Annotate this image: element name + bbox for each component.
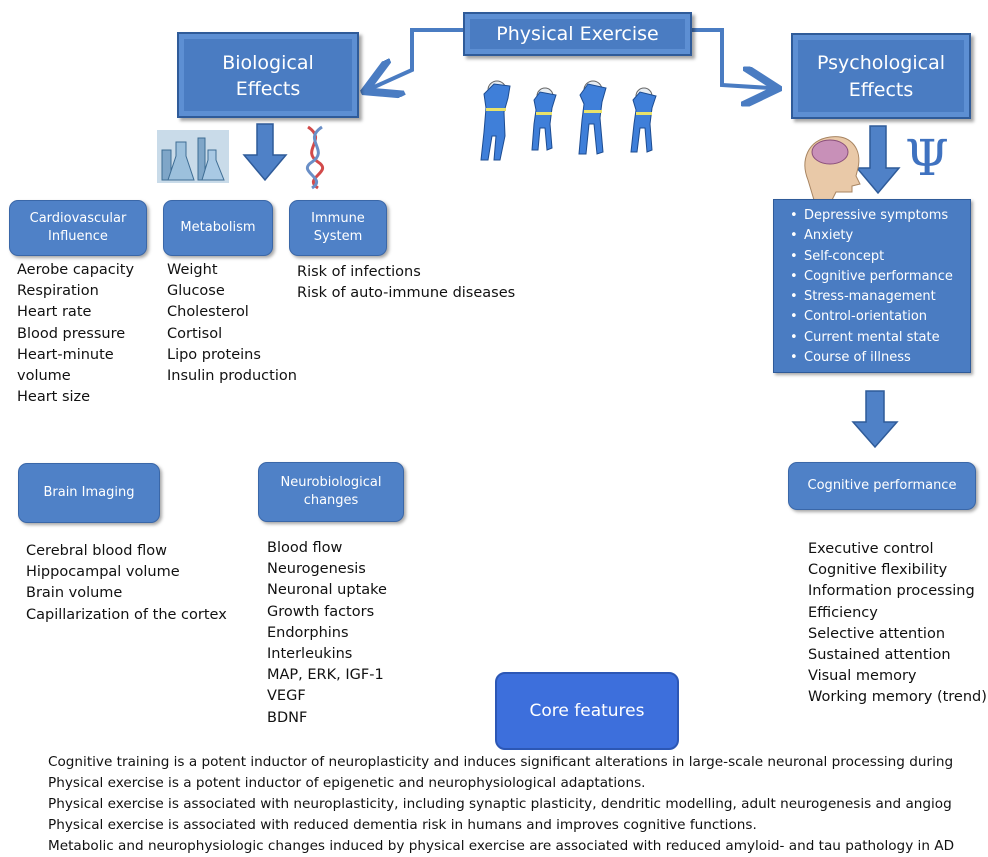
list-item: Executive control [808, 541, 934, 557]
biological-effects-title-1: Biological [222, 52, 314, 74]
list-item: Sustained attention [808, 647, 951, 664]
neurobiological-title-1: Neurobiological [280, 475, 382, 490]
core-features-title: Core features [529, 701, 645, 721]
block-arrow-psychological [855, 125, 901, 195]
list-item: Efficiency [808, 604, 878, 621]
list-item: Cortisol [167, 325, 223, 342]
list-item: BDNF [267, 709, 308, 726]
neurobiological-title-2: changes [303, 493, 359, 508]
psychological-effects-list-box: Depressive symptoms Anxiety Self-concept… [773, 199, 971, 373]
list-item: Visual memory [808, 668, 917, 685]
list-item: Course of illness [790, 348, 970, 369]
block-arrow-biological [242, 123, 288, 182]
list-item: Aerobe capacity [17, 262, 135, 278]
brain-imaging-box: Brain Imaging [18, 463, 160, 523]
list-item: Working memory (trend) [808, 689, 987, 706]
immune-title-2: System [313, 229, 363, 244]
list-item: Capillarization of the cortex [26, 606, 227, 623]
list-item: Current mental state [790, 328, 970, 349]
cognitive-performance-title: Cognitive performance [807, 478, 957, 493]
cardiovascular-influence-box: Cardiovascular Influence [9, 200, 147, 256]
psi-symbol: Ψ [905, 129, 949, 187]
metabolism-list: Weight Glucose Cholesterol Cortisol Lipo… [167, 260, 297, 387]
neurobiological-list: Blood flow Neurogenesis Neuronal uptake … [267, 538, 387, 729]
list-item: Cerebral blood flow [26, 543, 167, 559]
biological-effects-box: Biological Effects [177, 32, 359, 118]
brain-imaging-title: Brain Imaging [43, 485, 135, 500]
list-item: Self-concept [790, 247, 970, 268]
core-feature-line: Physical exercise is a potent inductor o… [48, 775, 646, 791]
cardiovascular-title-2: Influence [48, 229, 108, 244]
biological-effects-title-2: Effects [235, 78, 301, 100]
list-item: Respiration [17, 283, 99, 300]
psychological-effects-title-2: Effects [848, 79, 914, 101]
arrow-to-biological [372, 28, 465, 88]
immune-title-1: Immune [311, 211, 365, 226]
physical-exercise-label: Physical Exercise [496, 23, 659, 45]
psi-icon: Ψ [905, 128, 949, 188]
immune-list: Risk of infections Risk of auto-immune d… [297, 262, 515, 304]
list-item: Control-orientation [790, 307, 970, 328]
core-feature-line: Cognitive training is a potent inductor … [48, 754, 954, 770]
list-item: Weight [167, 262, 218, 278]
list-item: volume [17, 368, 71, 385]
list-item: Cognitive flexibility [808, 562, 948, 579]
block-arrow-cognitive [851, 390, 899, 449]
list-item: Stress-management [790, 287, 970, 308]
list-item: Lipo proteins [167, 346, 261, 363]
list-item: Interleukins [267, 646, 353, 663]
list-item: Selective attention [808, 625, 946, 642]
list-item: Neurogenesis [267, 561, 366, 578]
psychological-effects-title-1: Psychological [817, 52, 945, 74]
list-item: Cognitive performance [790, 267, 970, 288]
immune-system-box: Immune System [289, 200, 387, 256]
list-item: Anxiety [790, 226, 970, 247]
list-item: Blood flow [267, 540, 343, 556]
list-item: Growth factors [267, 603, 375, 620]
list-item: Heart-minute [17, 346, 114, 363]
core-feature-line: Metabolic and neurophysiologic changes i… [48, 838, 955, 854]
list-item: Glucose [167, 283, 225, 300]
core-feature-line: Physical exercise is associated with neu… [48, 796, 952, 812]
cardiovascular-title-1: Cardiovascular [29, 211, 127, 226]
list-item: Heart rate [17, 304, 92, 321]
physical-exercise-box: Physical Exercise [463, 12, 692, 56]
list-item: Brain volume [26, 585, 123, 602]
metabolism-box: Metabolism [163, 200, 273, 256]
cognitive-performance-list: Executive control Cognitive flexibility … [808, 539, 987, 709]
list-item: Cholesterol [167, 304, 249, 321]
psychological-effects-box: Psychological Effects [791, 33, 971, 119]
cognitive-performance-box: Cognitive performance [788, 462, 976, 510]
list-item: Endorphins [267, 624, 349, 641]
list-item: Neuronal uptake [267, 582, 387, 599]
core-features-text: Cognitive training is a potent inductor … [48, 752, 954, 857]
list-item: Depressive symptoms [790, 206, 970, 227]
metabolism-title: Metabolism [180, 220, 256, 235]
list-item: Risk of auto-immune diseases [297, 285, 516, 302]
list-item: Insulin production [167, 368, 297, 385]
list-item: MAP, ERK, IGF-1 [267, 667, 384, 684]
neurobiological-changes-box: Neurobiological changes [258, 462, 404, 522]
list-item: Hippocampal volume [26, 564, 180, 581]
list-item: Risk of infections [297, 264, 421, 280]
cardiovascular-list: Aerobe capacity Respiration Heart rate B… [17, 260, 134, 408]
list-item: VEGF [267, 688, 306, 705]
arrow-to-psychological [690, 28, 770, 88]
list-item: Information processing [808, 583, 975, 600]
brain-imaging-list: Cerebral blood flow Hippocampal volume B… [26, 541, 227, 626]
list-item: Heart size [17, 389, 91, 406]
core-feature-line: Physical exercise is associated with red… [48, 817, 757, 833]
list-item: Blood pressure [17, 325, 126, 342]
core-features-box: Core features [495, 672, 679, 750]
